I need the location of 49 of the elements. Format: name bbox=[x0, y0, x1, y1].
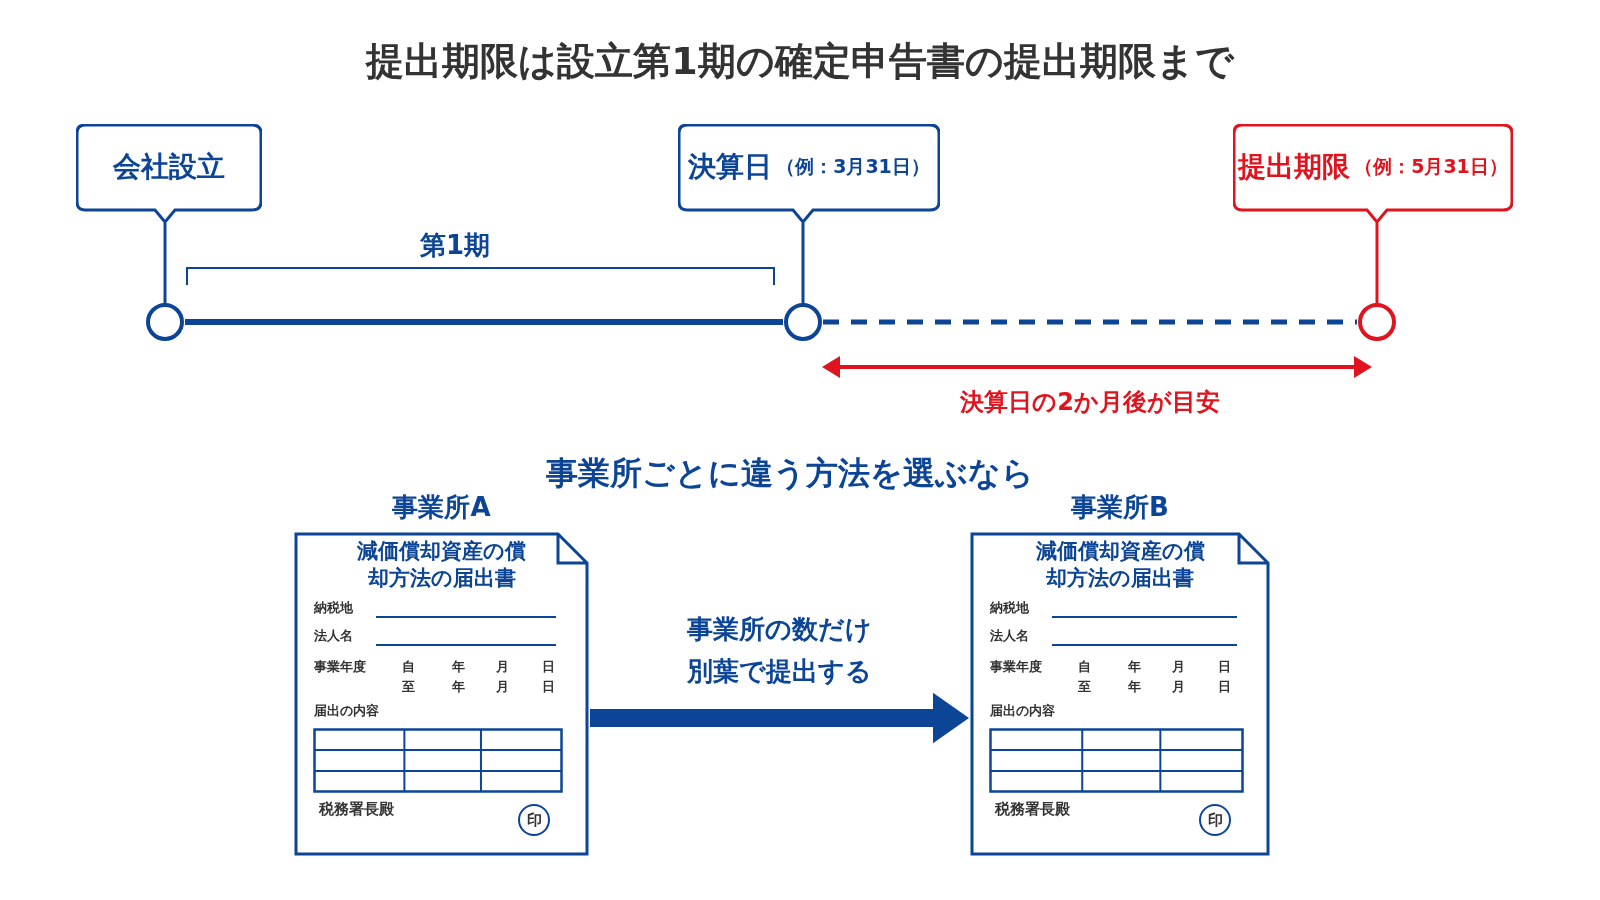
form-label: 年 bbox=[1128, 678, 1141, 696]
form-label: 月 bbox=[496, 678, 509, 696]
connector-line bbox=[185, 319, 783, 325]
diagram-title: 提出期限は設立第1期の確定申告書の提出期限まで bbox=[364, 38, 1236, 85]
callout-title: 提出期限 bbox=[1238, 149, 1351, 185]
connector-line bbox=[1375, 223, 1379, 304]
form-label: 日 bbox=[542, 678, 555, 696]
form-title: 減価償却資産の償却方法の届出書 bbox=[356, 538, 527, 592]
note-text: 決算日の2か月後が目安 bbox=[959, 387, 1221, 418]
form-label: 事業年度 bbox=[990, 658, 1042, 676]
form-label: 月 bbox=[496, 658, 509, 676]
form-label: 自 bbox=[1078, 658, 1091, 676]
form-label: 税務署長殿 bbox=[319, 800, 394, 819]
form-label: 月 bbox=[1172, 678, 1185, 696]
timeline-point bbox=[784, 303, 822, 341]
period-label: 第1期 bbox=[418, 229, 492, 262]
edge-label: 事業所の数だけ別葉で提出する bbox=[686, 613, 873, 688]
form-label: 日 bbox=[542, 658, 555, 676]
form-label: 年 bbox=[452, 678, 465, 696]
form-heading: 事業所A bbox=[391, 491, 492, 524]
callout-title: 会社設立 bbox=[113, 149, 225, 185]
form-label: 自 bbox=[402, 658, 415, 676]
form-label: 届出の内容 bbox=[990, 702, 1055, 720]
connector-line bbox=[163, 223, 167, 304]
form-label: 至 bbox=[402, 678, 415, 696]
arrow bbox=[590, 692, 969, 744]
timeline-point bbox=[1358, 303, 1396, 341]
form-label: 日 bbox=[1218, 678, 1231, 696]
timeline-point bbox=[146, 303, 184, 341]
form-title: 減価償却資産の償却方法の届出書 bbox=[1034, 538, 1206, 592]
form-label: 事業年度 bbox=[314, 658, 366, 676]
form-heading: 事業所B bbox=[1070, 491, 1170, 524]
form-label: 年 bbox=[1128, 658, 1141, 676]
connector-line bbox=[801, 223, 805, 304]
callout-title: 決算日 bbox=[688, 149, 773, 185]
form-label: 月 bbox=[1172, 658, 1185, 676]
section-heading: 事業所ごとに違う方法を選ぶなら bbox=[545, 453, 1035, 494]
callout-note: （例：3月31日） bbox=[776, 154, 930, 179]
form-label: 法人名 bbox=[990, 627, 1029, 645]
form-label: 納税地 bbox=[314, 599, 353, 617]
form-label: 年 bbox=[452, 658, 465, 676]
dashed-line bbox=[823, 319, 1357, 325]
form-label: 日 bbox=[1218, 658, 1231, 676]
callout-note: （例：5月31日） bbox=[1354, 154, 1508, 179]
form-label: 届出の内容 bbox=[314, 702, 379, 720]
form-label: 法人名 bbox=[314, 627, 353, 645]
form-label: 至 bbox=[1078, 678, 1091, 696]
form-label: 納税地 bbox=[990, 599, 1029, 617]
form-label: 税務署長殿 bbox=[995, 800, 1070, 819]
